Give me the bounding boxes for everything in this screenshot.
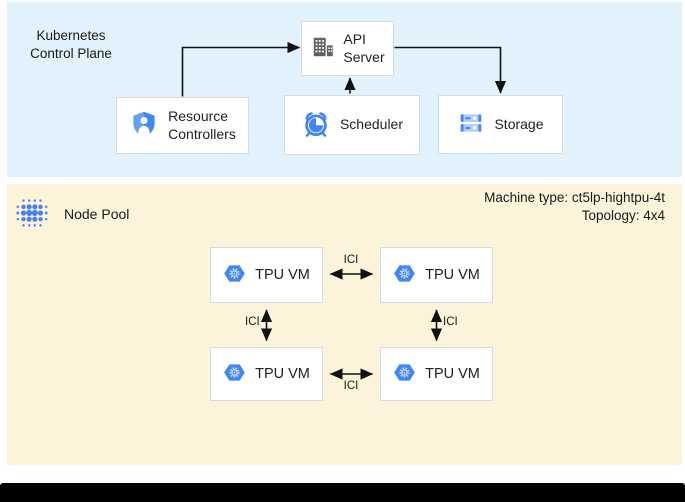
node-pool-meta: Machine type: ct5lp-hightpu-4t Topology:… [484, 189, 665, 226]
tpu-hexagon-icon [223, 362, 246, 387]
storage-label: Storage [494, 115, 544, 132]
tpu-hexagon-icon [393, 263, 416, 288]
ici-label-left: ICI [245, 316, 260, 328]
node-pool-panel [7, 184, 682, 465]
resource-controllers-label: Resource Controllers [168, 108, 236, 142]
scheduler-label: Scheduler [339, 116, 404, 133]
ici-label-bottom: ICI [343, 380, 359, 392]
alarm-clock-icon [301, 109, 331, 142]
machine-type-label: Machine type: ct5lp-hightpu-4t [484, 190, 665, 205]
tpu-vm-label: TPU VM [425, 266, 480, 283]
tpu-hexagon-icon [393, 362, 416, 387]
api-server-label: API Server [343, 31, 385, 65]
node-pool-title: Node Pool [64, 206, 130, 222]
server-stack-icon [457, 110, 485, 139]
node-tpu-vm-2: TPU VM [380, 247, 493, 303]
tpu-vm-label: TPU VM [425, 365, 480, 382]
node-resource-controllers: Resource Controllers [116, 97, 249, 154]
shield-user-icon [129, 109, 159, 142]
tpu-vm-label: TPU VM [255, 365, 310, 382]
ici-label-right: ICI [443, 316, 458, 328]
ici-label-top: ICI [343, 254, 359, 266]
tpu-hexagon-icon [223, 263, 246, 288]
control-plane-title-line2: Control Plane [30, 45, 112, 61]
node-storage: Storage [438, 95, 563, 154]
control-plane-title-line1: Kubernetes [36, 28, 106, 43]
bottom-bar [0, 483, 685, 502]
control-plane-title: Kubernetes Control Plane [17, 27, 125, 63]
tpu-vm-label: TPU VM [255, 266, 310, 283]
node-tpu-vm-1: TPU VM [210, 247, 323, 303]
node-api-server: API Server [301, 21, 394, 76]
building-icon [310, 34, 336, 63]
node-tpu-vm-3: TPU VM [210, 347, 323, 401]
dots-cluster-icon [15, 197, 49, 234]
topology-label: Topology: 4x4 [581, 208, 665, 224]
node-scheduler: Scheduler [284, 95, 420, 155]
node-tpu-vm-4: TPU VM [380, 347, 493, 401]
